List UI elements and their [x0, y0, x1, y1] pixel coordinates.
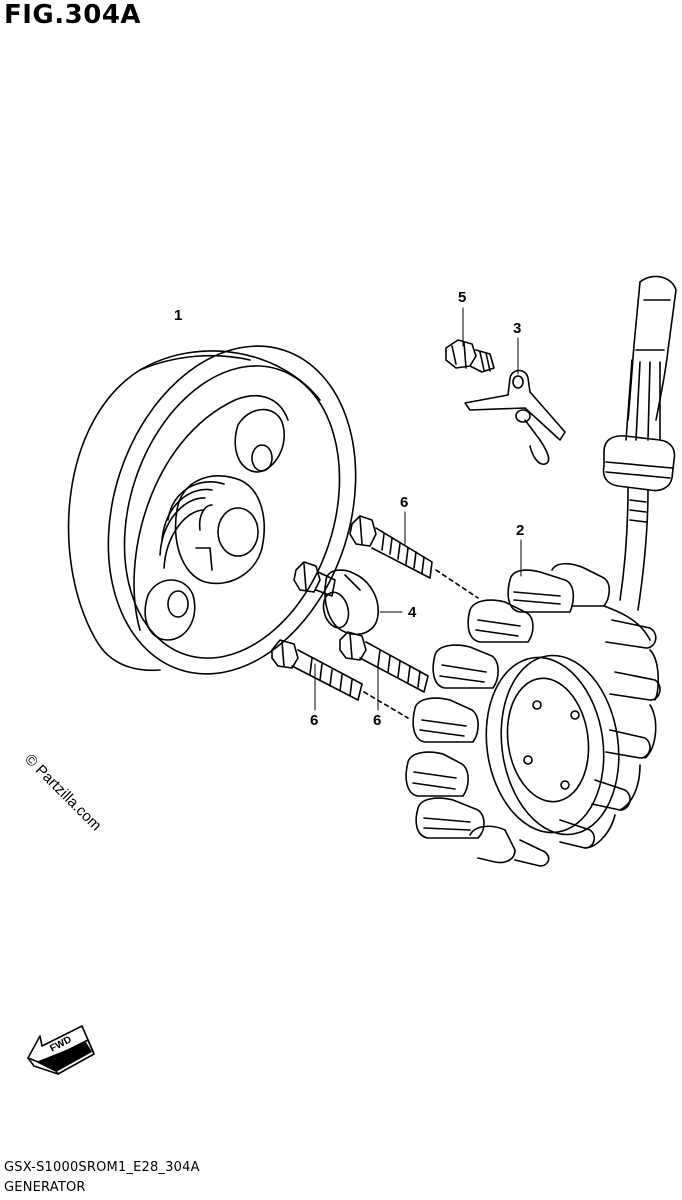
- callout-bolt-lower-left: 6: [310, 712, 318, 729]
- callout-rotor: 1: [174, 307, 182, 324]
- callout-cap: 4: [408, 604, 417, 621]
- figure-name: GENERATOR: [4, 1180, 86, 1195]
- clamp-bolt-part: [445, 339, 495, 373]
- bolt-top-part: [349, 515, 479, 599]
- callout-clamp: 3: [513, 320, 521, 337]
- cap-part: [293, 561, 379, 636]
- leader-lines: [314, 307, 522, 711]
- fwd-arrow-icon: FWD: [27, 1025, 95, 1075]
- stator-part: [405, 275, 677, 867]
- bolt-lower-right-part: [339, 631, 429, 693]
- callout-stator: 2: [516, 522, 524, 539]
- figure-code: GSX-S1000SROM1_E28_304A: [4, 1160, 200, 1175]
- callout-clamp-bolt: 5: [458, 289, 466, 306]
- figure-title: FIG.304A: [4, 0, 142, 30]
- watermark-text: © Partzilla.com: [21, 751, 104, 834]
- rotor-part: [67, 345, 357, 675]
- bolt-lower-left-part: [271, 639, 409, 719]
- callout-bolt-lower-right: 6: [373, 712, 381, 729]
- clamp-part: [464, 369, 566, 465]
- callout-bolt-top: 6: [400, 494, 408, 511]
